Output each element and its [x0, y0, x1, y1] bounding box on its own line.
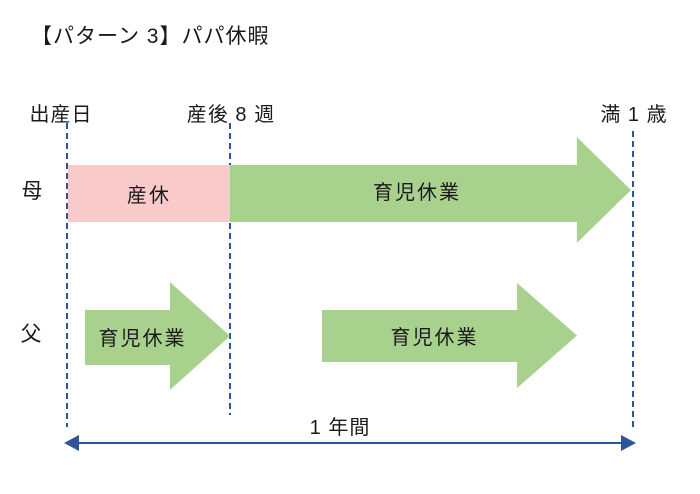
mother-childcare-leave-arrow: 育児休業: [230, 137, 631, 243]
father-childcare-leave-arrow-1: 育児休業: [85, 282, 230, 390]
dashed-line-birth-date: [66, 123, 68, 427]
one-year-span-left-arrowhead-icon: [64, 435, 79, 451]
mother-maternity-leave-label: 産休: [127, 185, 171, 207]
row-label-father: 父: [20, 323, 42, 346]
father-childcare-leave-label-1: 育児休業: [98, 327, 187, 350]
diagram-title: 【パターン 3】パパ休暇: [31, 25, 270, 48]
dashed-line-8-weeks: [229, 123, 231, 415]
one-year-span-right-arrowhead-icon: [621, 435, 636, 451]
duration-label-one-year: 1 年間: [309, 417, 371, 439]
milestone-label-8-weeks-postpartum: 産後 8 週: [186, 104, 276, 126]
mother-maternity-leave-box: 産休: [68, 165, 230, 222]
father-childcare-leave-label-2: 育児休業: [390, 327, 479, 349]
one-year-span-line: [78, 442, 624, 444]
father-childcare-leave-arrow-2: 育児休業: [322, 283, 577, 388]
milestone-label-age-one: 満 1 歳: [600, 104, 668, 126]
mother-childcare-leave-label: 育児休業: [373, 181, 461, 204]
dashed-line-age-one: [632, 131, 634, 427]
row-label-mother: 母: [21, 180, 43, 203]
milestone-label-birth-date: 出産日: [29, 104, 93, 126]
